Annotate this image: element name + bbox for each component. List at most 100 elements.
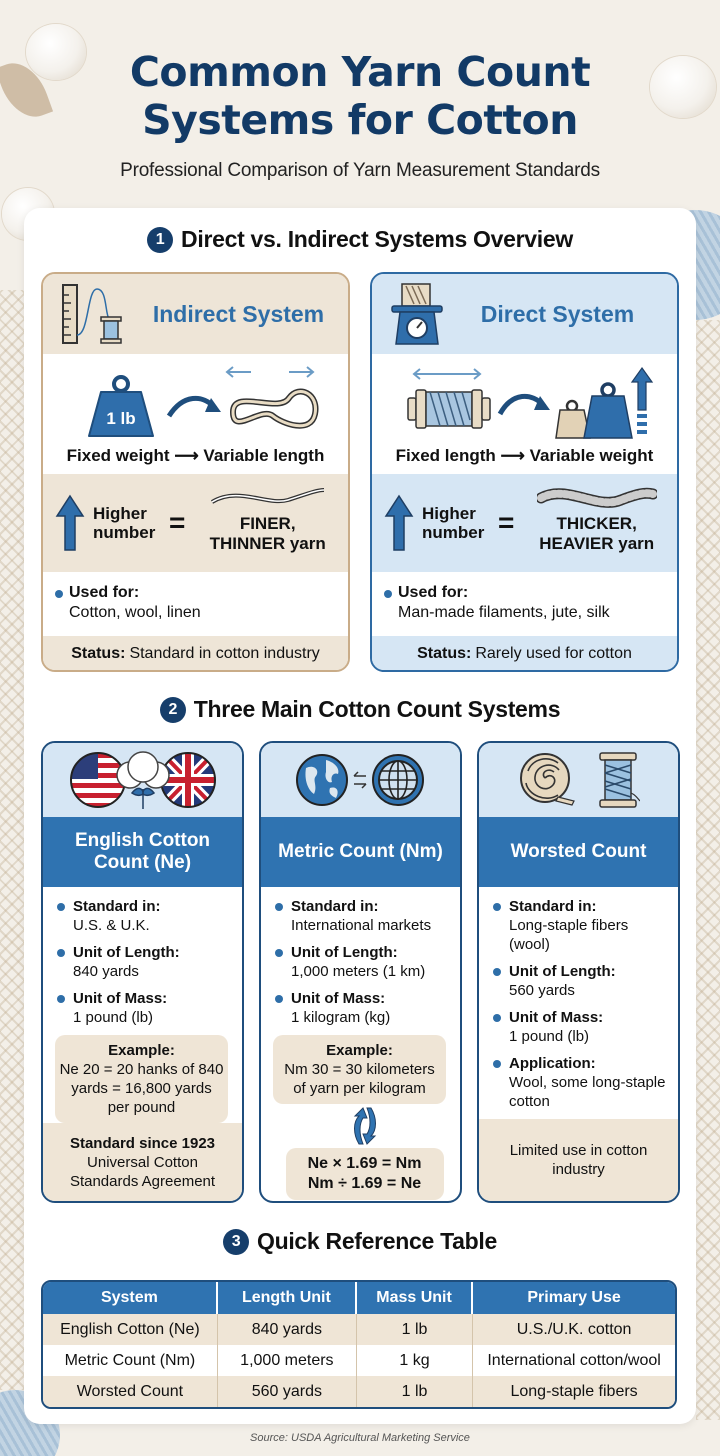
card-item: Standard in:Long-staple fibers (wool) (493, 897, 672, 954)
cotton-boll-icon (115, 751, 170, 809)
status-row: Status: Standard in cotton industry (43, 636, 348, 670)
table-cell: 1,000 meters (217, 1345, 357, 1376)
bullet-icon (275, 949, 283, 957)
item-value: International markets (291, 917, 432, 934)
bullet-icon (57, 903, 65, 911)
table-cell: Metric Count (Nm) (43, 1345, 218, 1376)
used-for: Used for: Man-made filaments, jute, silk (372, 572, 677, 636)
woven-texture (696, 320, 720, 1420)
item-value: 1 kilogram (kg) (291, 1009, 391, 1026)
status-label: Status: (417, 645, 472, 662)
table-row: Worsted Count 560 yards 1 lb Long-staple… (43, 1376, 675, 1407)
table-cell: English Cotton (Ne) (43, 1314, 218, 1345)
us-uk-cotton-icons (69, 751, 216, 809)
conversion-formula-box: Ne × 1.69 = Nm Nm ÷ 1.69 = Ne (285, 1148, 444, 1200)
table-cell: International cotton/wool (473, 1345, 675, 1376)
card-body: Standard in:Long-staple fibers (wool) Un… (479, 887, 678, 1111)
card-title: English Cotton Count (Ne) (43, 817, 242, 887)
used-for-value: Man-made filaments, jute, silk (398, 604, 610, 621)
woven-texture (0, 290, 24, 1390)
status-value: Rarely used for cotton (475, 645, 632, 662)
table-row: Metric Count (Nm) 1,000 meters 1 kg Inte… (43, 1345, 675, 1376)
metric-count-card: Metric Count (Nm) Standard in:Internatio… (259, 741, 462, 1203)
up-arrow-icon (384, 494, 414, 551)
table-cell: Long-staple fibers (473, 1376, 675, 1407)
bullet-icon (275, 903, 283, 911)
title-line-1: Common Yarn Count (129, 48, 591, 96)
section-number-badge: 1 (147, 226, 174, 253)
used-for: Used for: Cotton, wool, linen (43, 572, 348, 636)
section-2-heading: 2 Three Main Cotton Count Systems (24, 696, 696, 723)
section-title: Quick Reference Table (257, 1228, 497, 1254)
source-citation: Source: USDA Agricultural Marketing Serv… (250, 1432, 470, 1444)
length-to-weight-illustration (407, 366, 654, 439)
item-label: Standard in: (291, 898, 379, 915)
worsted-count-card: Worsted Count Standard in:Long-staple fi… (477, 741, 680, 1203)
used-for-label: Used for: (69, 584, 140, 601)
bullet-icon (57, 949, 65, 957)
card-footer: Limited use in cotton industry (479, 1119, 678, 1201)
scale-with-spool-icon (391, 283, 443, 345)
panel-header: Indirect System (43, 274, 348, 354)
card-footer: Standard since 1923 Universal Cotton Sta… (43, 1123, 242, 1201)
rule-result-line-1: FINER, (239, 514, 296, 533)
card-item: Unit of Mass: 1 pound (lb) (57, 989, 236, 1027)
item-label: Unit of Length: (509, 963, 616, 980)
weight-to-length-illustration: 1 lb (88, 366, 319, 437)
example-box: Example: Ne 20 = 20 hanks of 840 yards =… (55, 1035, 228, 1123)
column-header: Length Unit (217, 1282, 357, 1314)
section-title: Direct vs. Indirect Systems Overview (181, 226, 573, 252)
rule-higher-label: Higher number (93, 504, 156, 542)
example-label: Example: (326, 1042, 393, 1059)
thick-rope-icon (536, 487, 657, 508)
card-icons (479, 743, 678, 817)
card-item: Unit of Mass: 1 kilogram (kg) (275, 989, 454, 1027)
card-item: Standard in: U.S. & U.K. (57, 897, 236, 935)
bullet-icon (493, 968, 501, 976)
footer-text: Limited use in cotton industry (509, 1142, 648, 1178)
equals-sign: = (498, 507, 515, 538)
rule-row: Higher number = FINER, THINNER yarn (43, 474, 348, 572)
formula-line-2: Nm ÷ 1.69 = Ne (307, 1175, 422, 1192)
english-cotton-count-card: English Cotton Count (Ne) Standard in: U.… (41, 741, 244, 1203)
indirect-system-panel: Indirect System 1 lb Fixed weight ⟶ Vari… (41, 272, 350, 672)
section-number-badge: 2 (159, 696, 186, 723)
conversion-arrows-icon (275, 1106, 454, 1146)
formula-line-1: Ne × 1.69 = Nm (307, 1155, 422, 1172)
indirect-diagram: 1 lb Fixed weight ⟶ Variable length (43, 354, 348, 474)
item-label: Application: (509, 1055, 596, 1072)
section-number-badge: 3 (223, 1228, 249, 1255)
globe-icon (295, 754, 348, 806)
item-value: Long-staple fibers (wool) (509, 917, 629, 953)
bullet-icon (493, 1014, 501, 1022)
example-box: Example: Nm 30 = 30 kilometers of yarn p… (273, 1035, 446, 1104)
example-text: Nm 30 = 30 kilometers of yarn per kilogr… (284, 1061, 435, 1097)
globe-exchange-icons (295, 754, 424, 806)
bullet-icon (57, 995, 65, 1003)
footer-bold: Standard since 1923 (69, 1134, 216, 1152)
card-item: Unit of Length:840 yards (57, 943, 236, 981)
page-header: Common Yarn Count Systems for Cotton Pro… (0, 48, 720, 182)
item-label: Unit of Mass: (73, 990, 168, 1007)
item-value: 840 yards (73, 963, 139, 980)
table-cell: 1 lb (356, 1314, 474, 1345)
section-title: Three Main Cotton Count Systems (193, 696, 561, 722)
card-item: Unit of Mass:1 pound (lb) (493, 1008, 672, 1046)
rule-result-line-2: THINNER yarn (209, 534, 326, 553)
item-label: Unit of Mass: (291, 990, 386, 1007)
card-body: Standard in: International markets Unit o… (261, 887, 460, 1200)
bullet-icon (275, 995, 283, 1003)
used-for-label: Used for: (398, 584, 469, 601)
item-value: 1 pound (lb) (73, 1009, 154, 1026)
page-title: Common Yarn Count Systems for Cotton (0, 48, 720, 144)
item-value: U.S. & U.K. (73, 917, 150, 934)
card-body: Standard in: U.S. & U.K. Unit of Length:8… (43, 887, 242, 1123)
item-value: Wool, some long-staple cotton (509, 1074, 666, 1110)
table-cell: 1 kg (356, 1345, 474, 1376)
item-label: Standard in: (73, 898, 161, 915)
card-item: Unit of Length:1,000 meters (1 km) (275, 943, 454, 981)
table-cell: 840 yards (217, 1314, 357, 1345)
item-value: 1,000 meters (1 km) (291, 963, 426, 980)
direct-system-panel: Direct System Fixed length ⟶ Variab (370, 272, 679, 672)
equals-sign: = (169, 507, 186, 538)
